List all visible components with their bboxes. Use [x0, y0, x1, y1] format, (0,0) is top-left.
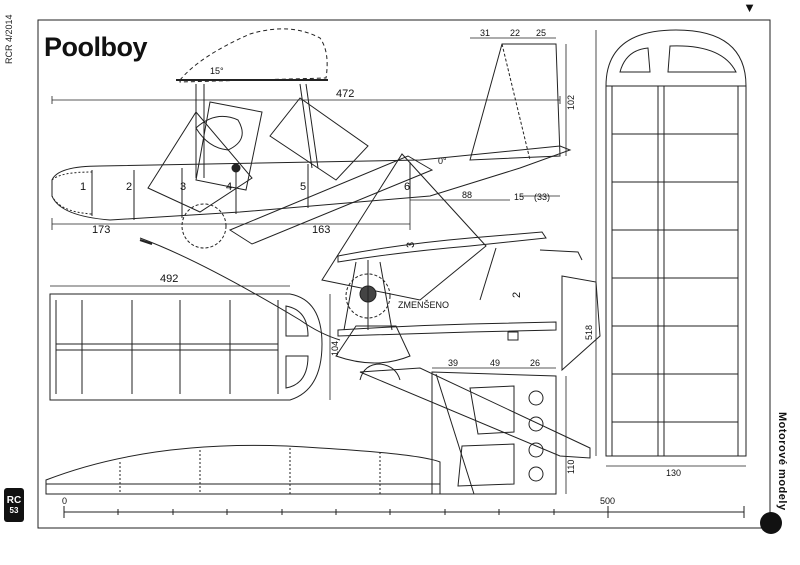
part-mark-3: 3	[405, 242, 417, 248]
fuselage-length-dim: 472	[336, 88, 354, 100]
former-label-3: 3	[180, 181, 186, 193]
rudder-height-dim: 110	[566, 460, 576, 474]
wing-chord-dim: 130	[666, 468, 681, 478]
scale-end: 500	[600, 496, 615, 506]
stab-chord-dim: 104	[330, 341, 340, 356]
rudder-top-dim-3: 26	[530, 358, 540, 368]
rudder-top-dim-2: 49	[490, 358, 500, 368]
reduced-label: ZMENŠENO	[398, 300, 449, 310]
corner-arrow-icon: ▼	[743, 0, 756, 15]
fin-height-dim: 102	[566, 95, 576, 110]
rc-logo: RC 53	[4, 488, 24, 522]
corner-dot-icon	[760, 512, 782, 534]
former-label-4: 4	[226, 181, 232, 193]
scale-bar	[63, 506, 745, 518]
tail-dim-33: (33)	[534, 192, 550, 202]
incidence-label: 0°	[438, 156, 447, 166]
stabilizer-top-view	[49, 285, 331, 401]
tail-dim-88: 88	[462, 190, 472, 200]
rudder-top-dim-1: 39	[448, 358, 458, 368]
magazine-brand: Motorové modely	[776, 412, 788, 511]
fin-top-dim-2: 22	[510, 28, 520, 38]
fuselage-rear-dim: 163	[312, 224, 330, 236]
rudder-detail	[359, 367, 591, 495]
wing-span-dim: 518	[584, 325, 594, 340]
former-label-5: 5	[300, 181, 306, 193]
scale-start: 0	[62, 496, 67, 506]
tail-dim-15: 15	[514, 192, 524, 202]
drawing-frame	[37, 19, 771, 529]
former-label-1: 1	[80, 181, 86, 193]
fuselage-front-dim: 173	[92, 224, 110, 236]
fin-top-dim-3: 25	[536, 28, 546, 38]
former-label-2: 2	[126, 181, 132, 193]
former-label-6: 6	[404, 181, 410, 193]
plan-title: Poolboy	[44, 32, 148, 62]
stab-span-dim: 492	[160, 273, 178, 285]
fuselage-side-view	[51, 28, 572, 301]
part-mark-2: 2	[511, 292, 523, 298]
rc-logo-text: RC	[6, 495, 22, 506]
page-number: 53	[9, 506, 19, 515]
fin-top-dim-1: 31	[480, 28, 490, 38]
wing-panel-top-view	[595, 29, 747, 467]
wing-angle-label: 15°	[210, 66, 224, 76]
wing-side-profile	[45, 444, 441, 495]
reduced-detail-view	[139, 231, 601, 381]
